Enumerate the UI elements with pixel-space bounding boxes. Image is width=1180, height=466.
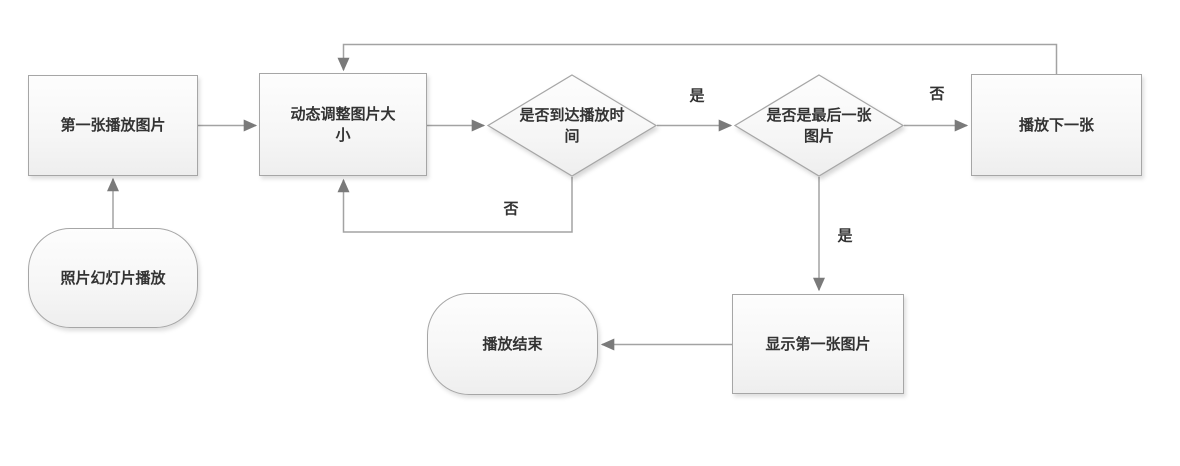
edge-play-next-loop-to-adjust-top: [337, 43, 1058, 74]
node-reach-time-decision: 是否到达播放时间: [487, 74, 657, 177]
edge-reach-time-no-loop-to-adjust-bottom: [337, 177, 573, 233]
node-play-end-label: 播放结束: [482, 334, 543, 353]
diamond-shape: [734, 74, 904, 177]
node-adjust-size: 动态调整图片大小: [259, 73, 427, 176]
node-play-next-label: 播放下一张: [1018, 115, 1094, 134]
node-first-image: 第一张播放图片: [28, 75, 198, 176]
edge-label-is-last-no: 否: [927, 82, 947, 104]
node-reach-time-label: 是否到达播放时间: [519, 106, 625, 145]
edge-label-reach-time-yes: 是: [687, 84, 707, 106]
node-play-end: 播放结束: [427, 293, 598, 395]
node-is-last-decision: 是否是最后一张图片: [734, 74, 904, 177]
edge-label-is-last-yes: 是: [835, 224, 855, 246]
node-is-last-label: 是否是最后一张图片: [766, 106, 872, 145]
diamond-shape: [487, 74, 657, 177]
node-adjust-size-label: 动态调整图片大小: [290, 105, 396, 144]
edge-label-reach-time-no: 否: [501, 197, 521, 219]
node-slideshow-start: 照片幻灯片播放: [28, 228, 198, 328]
node-play-next: 播放下一张: [971, 74, 1142, 176]
node-slideshow-start-label: 照片幻灯片播放: [60, 268, 166, 287]
node-show-first-label: 显示第一张图片: [765, 334, 871, 353]
node-first-image-label: 第一张播放图片: [60, 116, 166, 135]
node-show-first: 显示第一张图片: [732, 294, 904, 394]
